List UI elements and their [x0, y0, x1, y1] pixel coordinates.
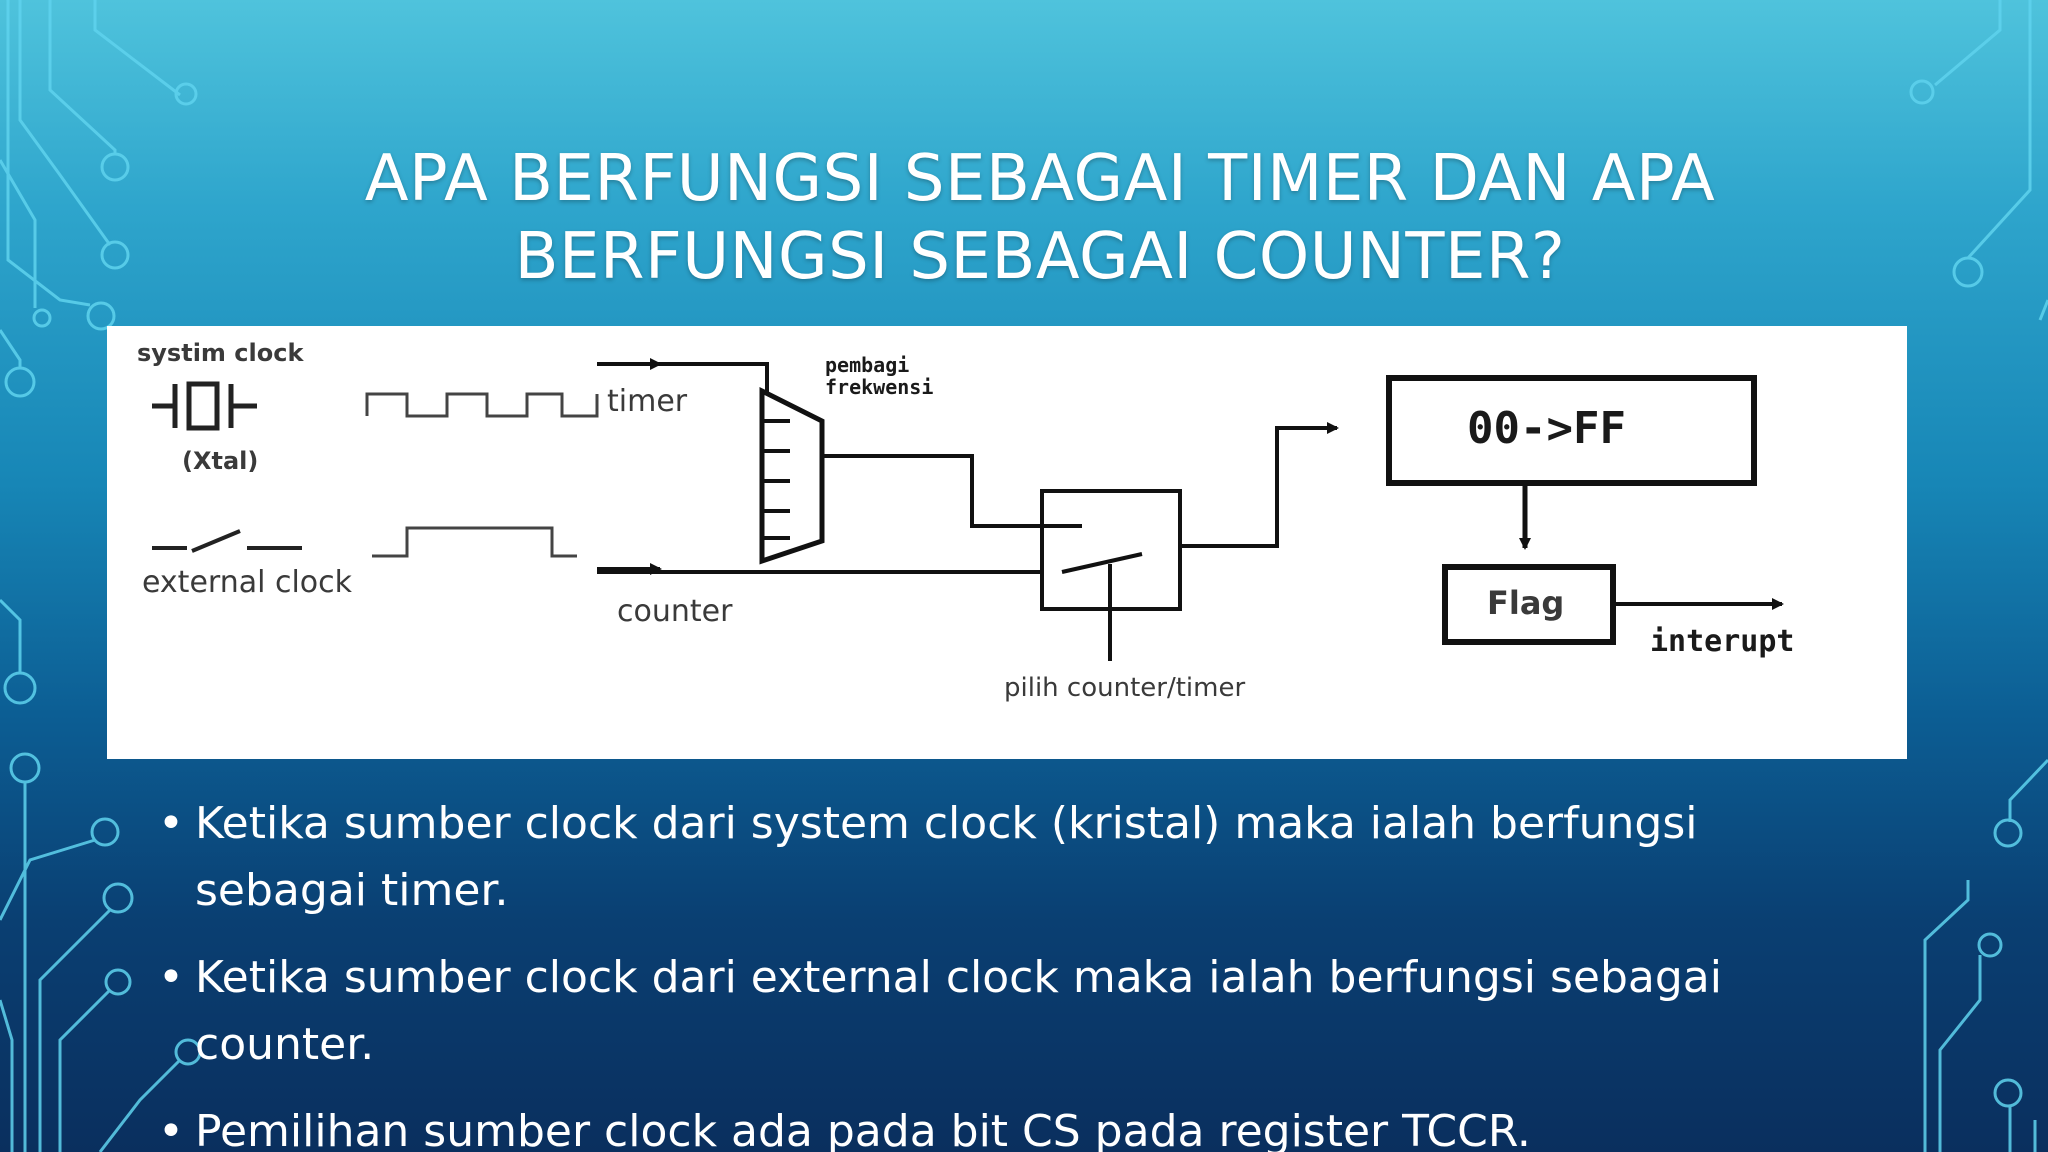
label-interrupt: interupt [1650, 624, 1795, 659]
bullet-text: Pemilihan sumber clock ada pada bit CS p… [195, 1106, 1531, 1152]
diagram-canvas: systim clock (Xtal) external clock timer… [137, 339, 1795, 703]
prescaler-block [759, 386, 825, 565]
label-prescaler-1: pembagi [825, 353, 909, 377]
title-line-1: APA BERFUNGSI SEBAGAI TIMER DAN APA [364, 142, 1716, 216]
label-external-clock: external clock [142, 565, 353, 600]
bullet-dot: • [158, 1106, 184, 1152]
flag-block [1442, 564, 1616, 645]
crystal-icon [152, 381, 257, 431]
label-prescaler-2: frekwensi [825, 375, 933, 399]
pulse-waveform-icon [372, 526, 577, 558]
label-timer: timer [607, 384, 688, 419]
bullet-text: Ketika sumber clock dari external clock … [195, 952, 1722, 1070]
counter-register [1386, 375, 1757, 486]
slide-title: APA BERFUNGSI SEBAGAI TIMER DAN APA BERF… [300, 140, 1780, 296]
flag-label: Flag [1487, 584, 1564, 622]
bullet-item: • Ketika sumber clock dari system clock … [150, 790, 1850, 924]
bullet-dot: • [158, 798, 184, 849]
bullet-text: Ketika sumber clock dari system clock (k… [195, 798, 1698, 916]
bullet-item: • Ketika sumber clock dari external cloc… [150, 944, 1850, 1078]
bullet-dot: • [158, 952, 184, 1003]
title-line-2: BERFUNGSI SEBAGAI COUNTER? [514, 220, 1566, 294]
label-system-clock: systim clock [137, 339, 304, 367]
bullet-item: • Pemilihan sumber clock ada pada bit CS… [150, 1098, 1850, 1152]
label-counter: counter [617, 594, 733, 629]
switch-icon [152, 529, 302, 553]
label-select: pilih counter/timer [1004, 673, 1245, 703]
register-value: 00->FF [1467, 403, 1626, 454]
timer-counter-diagram: systim clock (Xtal) external clock timer… [107, 326, 1907, 759]
label-xtal: (Xtal) [182, 447, 258, 475]
bullet-list: • Ketika sumber clock dari system clock … [150, 790, 1850, 1152]
clock-waveform-icon [365, 392, 599, 418]
